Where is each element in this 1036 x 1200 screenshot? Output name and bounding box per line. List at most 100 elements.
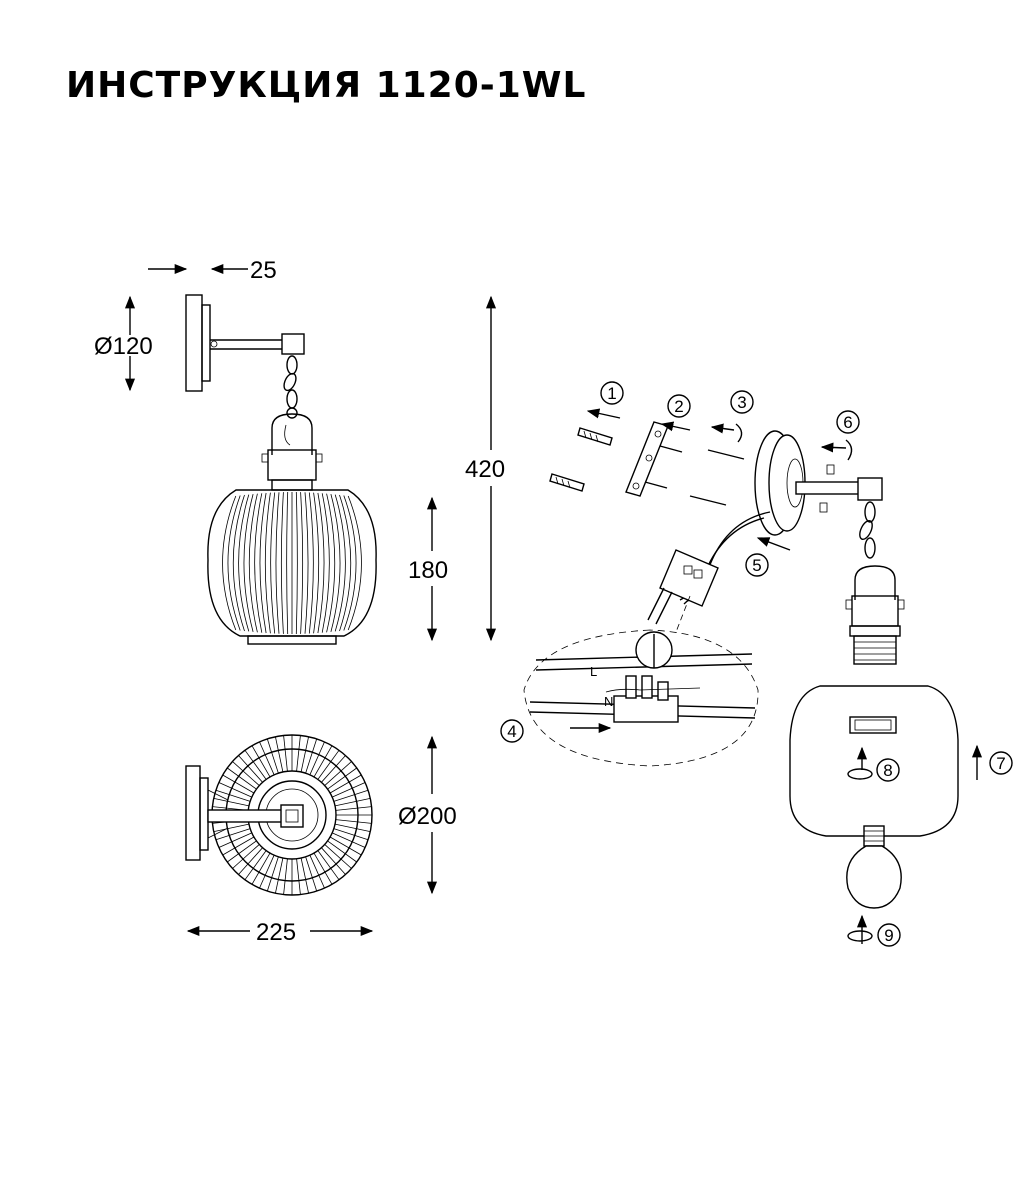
dimension-total-depth: 225 [186,919,374,946]
shade-rib-line [300,492,304,634]
shade-rib-line [227,495,241,631]
top-rib-line [313,852,333,885]
fixing-screws [689,449,745,506]
shade-rib-line [326,493,336,633]
mounting-bracket [625,421,683,497]
top-rib-line [227,767,257,790]
top-rib-line [321,755,346,783]
step-marker-7: 7 [989,751,1013,775]
top-rib-line [335,819,372,824]
svg-text:4: 4 [507,722,516,741]
top-rib-line [213,798,250,807]
top-rib-line [296,858,301,895]
top-rib-line [321,847,346,875]
top-rib-line [300,857,309,894]
terminal-label-live: L [590,664,597,679]
shade-rib-line [222,495,237,631]
shade-rib-line [330,493,341,633]
top-view-lamp [185,734,373,896]
top-rib-line [227,840,257,863]
top-rib-line [335,806,372,811]
top-rib-line [317,850,340,880]
shade-rib-line [232,494,245,632]
dimension-shade-height: 180 [408,496,448,642]
svg-text:7: 7 [996,754,1005,773]
top-rib-line [218,832,252,848]
top-rib-line [244,850,267,880]
step-marker-4: 4 [500,719,524,743]
shade-rib-line [343,495,357,631]
shade-rib-line [243,493,254,633]
shade-rib-line [317,492,325,634]
exploded-shade [789,685,959,837]
step-marker-8: 8 [876,758,900,782]
wiring-detail: N L [523,595,759,767]
top-rib-line [309,855,325,889]
top-rib-line [332,832,366,848]
shade-rib-line [313,492,320,634]
svg-text:6: 6 [843,413,852,432]
top-rib-line [296,735,301,772]
top-rib-line [324,844,352,869]
svg-text:3: 3 [737,393,746,412]
shade-ribs [222,491,362,635]
svg-text:1: 1 [607,384,616,403]
shade-rib-line [295,491,298,635]
top-rib-line [324,761,352,786]
dimension-depth-base: 25 [148,257,277,284]
svg-text:5: 5 [752,556,761,575]
top-rib-line [283,735,288,772]
top-rib-line [334,823,371,832]
dimension-base-diameter: Ø120 [94,295,153,392]
top-rib-line [222,774,255,794]
top-view-ribs [212,735,372,895]
shade-rib-line [339,494,352,632]
shade-rib-line [275,492,280,634]
top-rib-line [266,856,279,892]
top-rib-line [333,789,369,802]
top-rib-line [317,750,340,780]
top-rib-line [259,855,275,889]
dimension-shade-diameter: Ø200 [398,735,457,895]
dimension-label-total-height: 420 [465,456,505,483]
svg-text:8: 8 [883,761,892,780]
top-rib-line [238,847,263,875]
top-rib-line [238,755,263,783]
top-rib-line [275,736,284,773]
step-marker-1: 1 [600,381,624,405]
top-rib-line [232,844,260,869]
top-rib-line [232,761,260,786]
front-view-lamp [185,294,377,645]
top-rib-line [309,741,325,775]
top-rib-line [329,836,362,856]
dimension-label-shade-height: 180 [408,557,448,584]
top-rib-line [305,856,318,892]
shade-rib-line [238,494,250,632]
top-rib-line [283,858,288,895]
top-rib-line [327,840,357,863]
step-marker-2: 2 [667,394,691,418]
shade-rib-line [259,492,267,634]
chain-lampholder [845,501,905,665]
dimension-label-total-depth: 225 [256,919,296,946]
step-marker-3: 3 [730,390,754,414]
top-rib-line [327,767,357,790]
shade-rib-line [334,494,346,632]
top-rib-line [334,798,371,807]
top-rib-line [313,745,333,778]
top-rib-line [333,828,369,841]
top-rib-line [266,738,279,774]
step-marker-5: 5 [745,553,769,577]
top-rib-line [215,789,251,802]
light-bulb [846,825,902,909]
step-marker-6: 6 [836,410,860,434]
terminal-label-neutral: N [604,694,613,709]
top-rib-line [275,857,284,894]
top-rib-line [244,750,267,780]
top-rib-line [251,745,271,778]
top-rib-line [305,738,318,774]
top-rib-line [332,782,366,798]
top-rib-line [251,852,271,885]
step-marker-9: 9 [877,923,901,947]
